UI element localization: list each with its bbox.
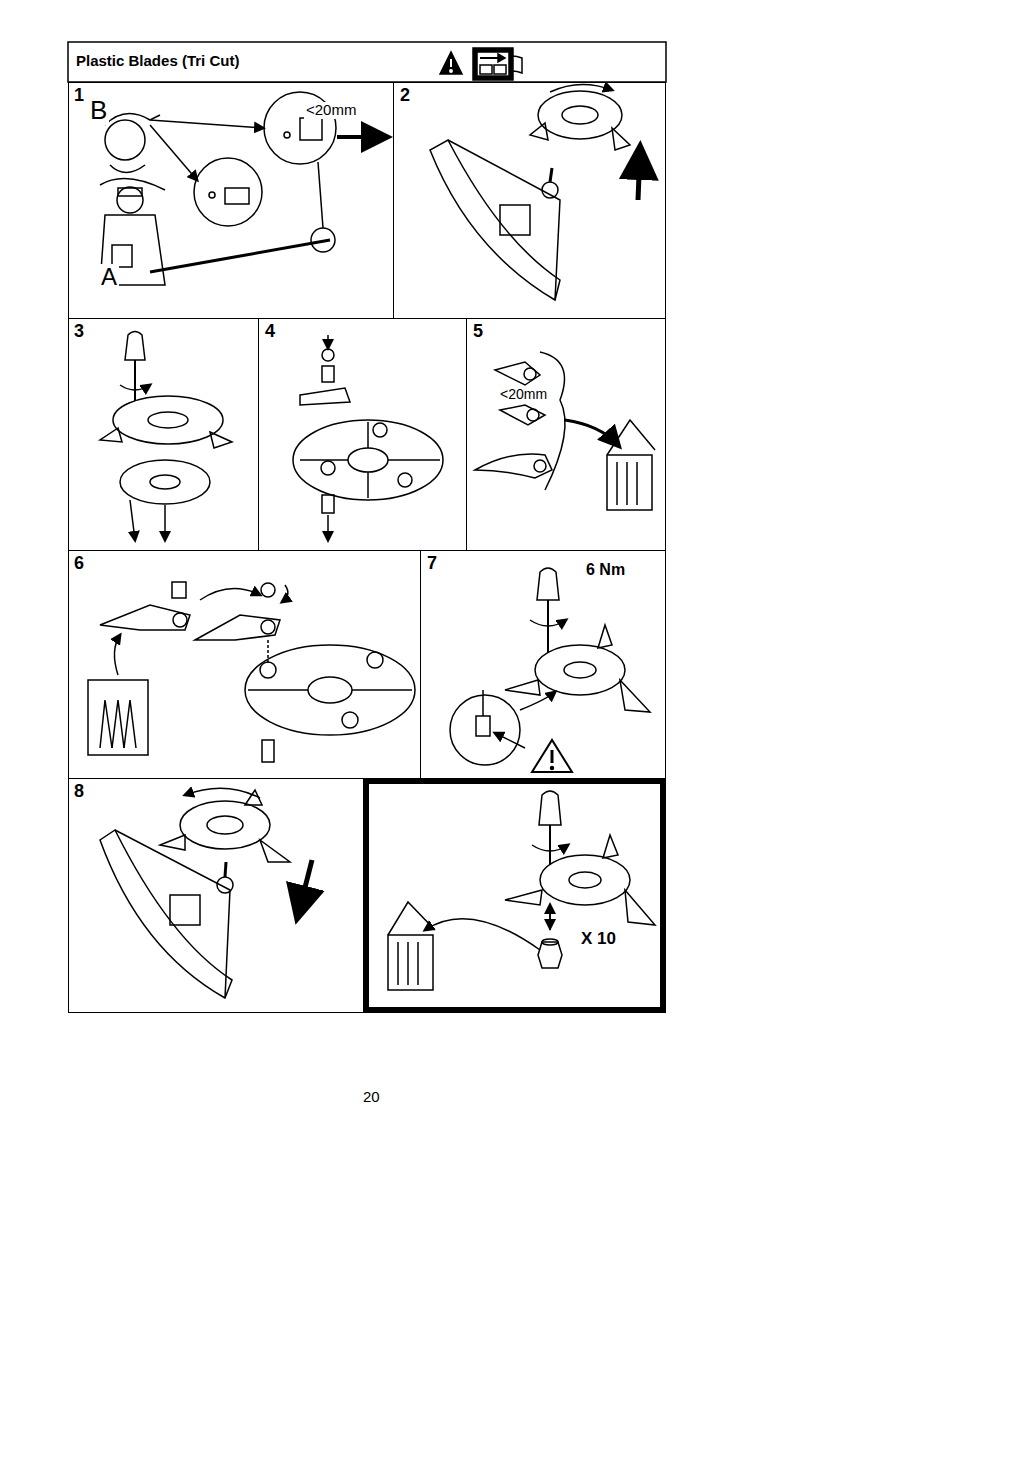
dimension: <20mm [304, 102, 358, 119]
step-panel: 3 [68, 318, 259, 551]
part-letter: A [99, 264, 119, 290]
step-number: 4 [265, 322, 275, 342]
dimension: <20mm [498, 387, 549, 402]
drawing [388, 791, 655, 990]
step-panel: 7 [420, 550, 666, 779]
step-number: 1 [74, 86, 84, 106]
step-number: 6 [74, 554, 84, 574]
step-number: 2 [400, 86, 410, 106]
highlight-panel: X 10 [363, 778, 666, 1013]
step-panel: 8 [68, 778, 364, 1013]
step-panel: 4 [258, 318, 467, 551]
count-label: X 10 [581, 930, 616, 949]
step-number: 7 [427, 554, 437, 574]
step-panel: 5 [466, 318, 666, 551]
step-number: 3 [74, 322, 84, 342]
torque-value: 6 Nm [584, 561, 627, 579]
step-panel: 2 [393, 82, 666, 319]
step-number: 5 [473, 322, 483, 342]
step-number: 8 [74, 782, 84, 802]
title: Plastic Blades (Tri Cut) [74, 53, 241, 70]
part-letter: B [88, 96, 109, 125]
page-number: 20 [361, 1089, 382, 1106]
step-panel: 6 [68, 550, 421, 779]
